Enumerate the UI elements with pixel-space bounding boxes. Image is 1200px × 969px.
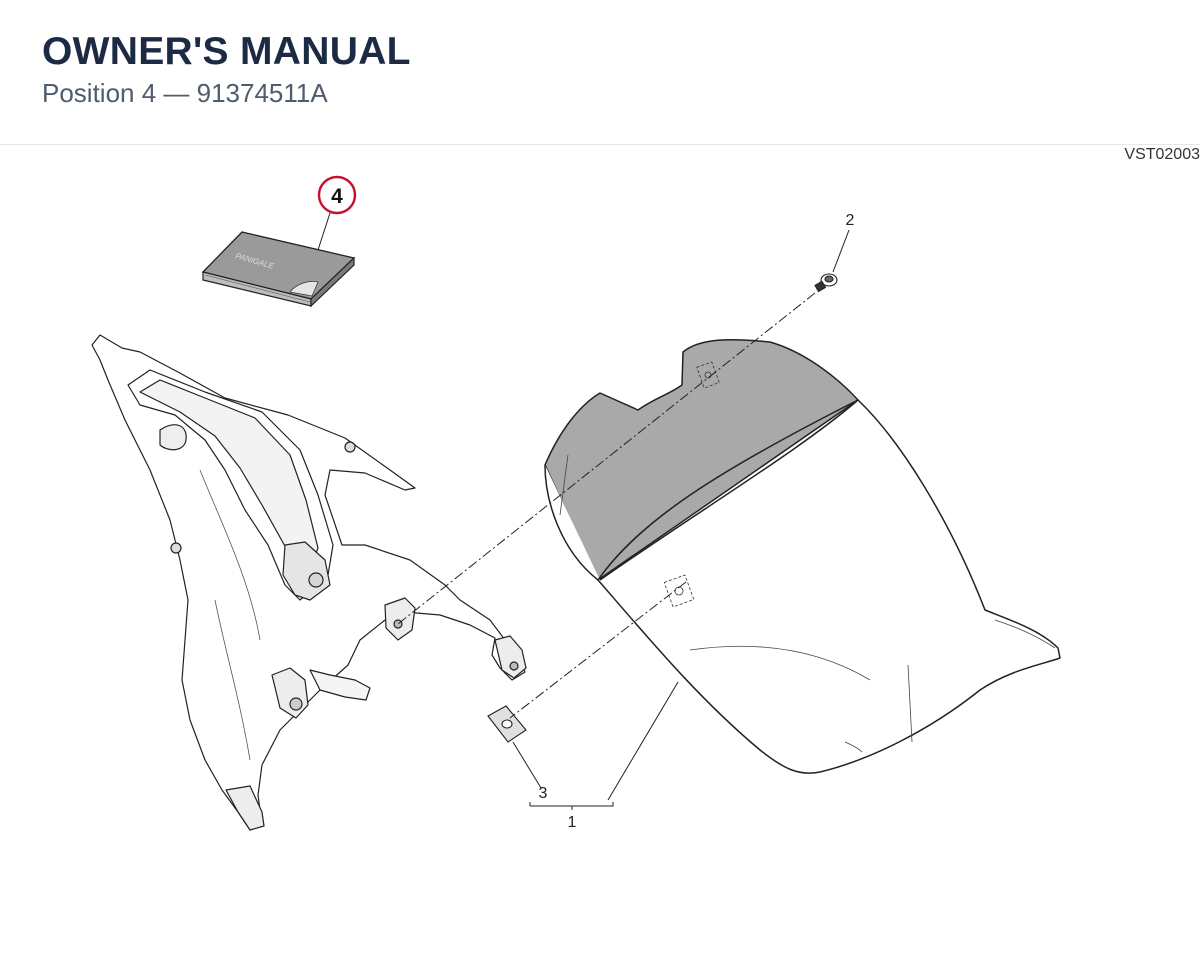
- assembly-axis-lines: [397, 292, 816, 719]
- callout-4[interactable]: 4: [331, 185, 343, 208]
- highlight-circle-icon: [317, 175, 357, 215]
- leader-lines: [512, 229, 850, 810]
- callout-3[interactable]: 3: [539, 785, 548, 802]
- screw-icon[interactable]: [814, 273, 838, 293]
- clip-nut-icon[interactable]: [487, 705, 527, 743]
- page-subtitle: Position 4 — 91374511A: [42, 78, 328, 108]
- page-header: OWNER'S MANUAL Position 4 — 91374511A: [0, 0, 1200, 145]
- callout-2[interactable]: 2: [846, 212, 855, 229]
- callout-1[interactable]: 1: [568, 814, 577, 831]
- drawing-code: VST02003: [1124, 146, 1200, 163]
- rider-seat[interactable]: [544, 339, 1061, 774]
- rear-subframe: [91, 334, 527, 831]
- leader-4: [317, 212, 331, 251]
- owners-manual-booklet[interactable]: PANIGALE: [201, 231, 356, 308]
- page-title: OWNER'S MANUAL: [42, 30, 411, 73]
